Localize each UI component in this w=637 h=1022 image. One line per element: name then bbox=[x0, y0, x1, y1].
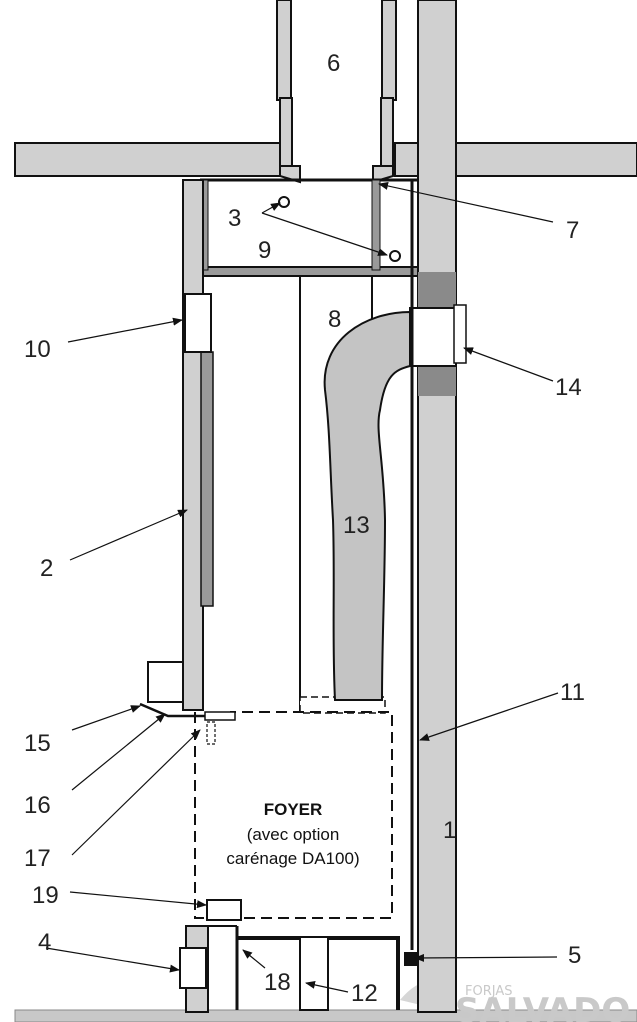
watermark-small-text: FORJAS bbox=[465, 984, 513, 999]
ventilation-grille bbox=[184, 293, 212, 353]
label-6: 6 bbox=[327, 50, 340, 77]
label-14: 14 bbox=[555, 374, 582, 401]
watermark-large-text: SALVADO bbox=[455, 991, 630, 1022]
label-3: 3 bbox=[228, 205, 241, 232]
label-13: 13 bbox=[343, 512, 370, 539]
label-15: 15 bbox=[24, 730, 51, 757]
label-5: 5 bbox=[568, 942, 581, 969]
label-7: 7 bbox=[566, 217, 579, 244]
label-18: 18 bbox=[264, 969, 291, 996]
label-1: 1 bbox=[443, 817, 456, 844]
adjustable-foot bbox=[206, 899, 242, 921]
wall bbox=[417, 0, 457, 1013]
label-19: 19 bbox=[32, 882, 59, 909]
decompression-box bbox=[200, 178, 419, 277]
leader-lines bbox=[45, 182, 559, 993]
foyer-title: FOYER bbox=[264, 800, 323, 819]
flexible-air-duct bbox=[323, 310, 411, 701]
label-4: 4 bbox=[38, 929, 51, 956]
label-11: 11 bbox=[560, 679, 585, 706]
label-10: 10 bbox=[24, 336, 51, 363]
label-17: 17 bbox=[24, 845, 51, 872]
label-16: 16 bbox=[24, 792, 51, 819]
label-2: 2 bbox=[40, 555, 53, 582]
mounting-bracket bbox=[139, 661, 236, 745]
wall-air-inlet bbox=[409, 272, 467, 396]
label-8: 8 bbox=[328, 306, 341, 333]
firebox-outline bbox=[194, 711, 393, 919]
label-12: 12 bbox=[351, 980, 378, 1007]
upper-flue-pipe bbox=[276, 0, 397, 184]
foyer-subtitle-1: (avec option bbox=[247, 825, 340, 844]
label-9: 9 bbox=[258, 237, 271, 264]
lower-casing bbox=[179, 925, 239, 1013]
ceiling-slab-left bbox=[14, 142, 281, 177]
foyer-subtitle-2: carénage DA100) bbox=[226, 849, 359, 868]
